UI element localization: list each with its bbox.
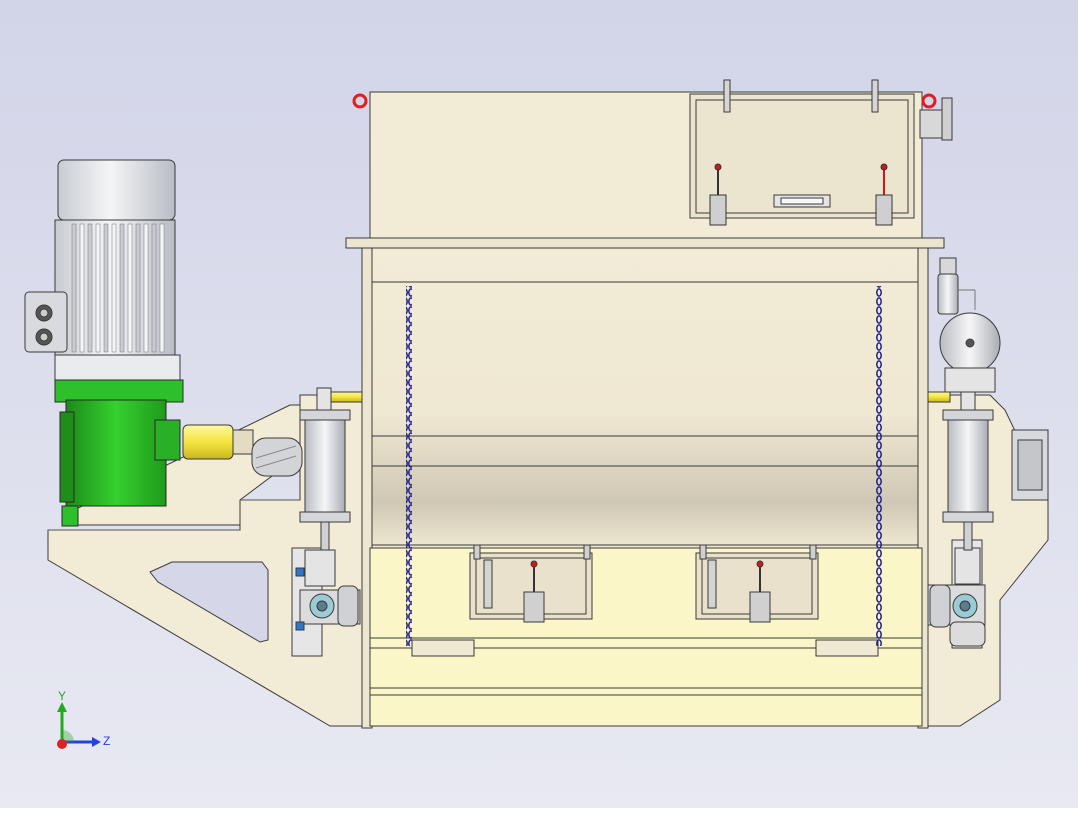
left-cylinder-barrel bbox=[304, 409, 346, 521]
motor-fin bbox=[159, 223, 165, 353]
axis-z-label: Z bbox=[103, 734, 110, 748]
hatch-clamp-left bbox=[709, 163, 727, 226]
discharge-panel bbox=[369, 547, 923, 639]
gearbox-side bbox=[59, 411, 75, 503]
motor-fin bbox=[95, 223, 101, 353]
motor-cooling-fins bbox=[71, 223, 165, 353]
left-sensor bbox=[304, 549, 336, 587]
motor-fin bbox=[119, 223, 125, 353]
hatch-clamp-right bbox=[875, 163, 893, 226]
chain-icon bbox=[406, 286, 882, 646]
electric-motor bbox=[24, 159, 181, 381]
trough-flange bbox=[345, 237, 945, 249]
motor-fin bbox=[111, 223, 117, 353]
discharge-door-left bbox=[469, 544, 593, 623]
hopper bbox=[369, 79, 953, 243]
left-bearing-assembly bbox=[251, 437, 361, 657]
motor-flange bbox=[54, 354, 181, 381]
gearbox-top bbox=[54, 379, 184, 403]
right-sensor bbox=[954, 547, 981, 585]
coupling-guard bbox=[182, 424, 234, 460]
motor-fin bbox=[135, 223, 141, 353]
axis-triad-icon: Y Z bbox=[57, 689, 110, 749]
gearbox-foot bbox=[61, 505, 79, 527]
motor-fin bbox=[103, 223, 109, 353]
motor-fin bbox=[87, 223, 93, 353]
motor-fan-cover bbox=[57, 159, 176, 221]
trough-body bbox=[369, 247, 923, 549]
motor-fin bbox=[79, 223, 85, 353]
right-bearing-assembly bbox=[924, 539, 986, 649]
motor-fin bbox=[151, 223, 157, 353]
gearbox bbox=[54, 379, 184, 527]
right-chain bbox=[876, 286, 882, 646]
shaft-coupling bbox=[182, 391, 951, 460]
motor-fin bbox=[127, 223, 133, 353]
motor-fin bbox=[71, 223, 77, 353]
left-pneumatic-cylinder bbox=[299, 387, 351, 551]
gearbox-body bbox=[65, 399, 167, 507]
left-chain bbox=[406, 286, 412, 646]
discharge-section bbox=[369, 547, 923, 727]
air-regulator bbox=[937, 257, 1001, 393]
lifting-eye-icon bbox=[352, 93, 937, 109]
axis-y-label: Y bbox=[58, 689, 66, 703]
discharge-door-right bbox=[695, 544, 819, 623]
mixer-trough bbox=[361, 247, 929, 729]
motor-fin bbox=[143, 223, 149, 353]
right-cylinder-barrel bbox=[947, 409, 989, 521]
frame-cutout bbox=[149, 561, 269, 643]
